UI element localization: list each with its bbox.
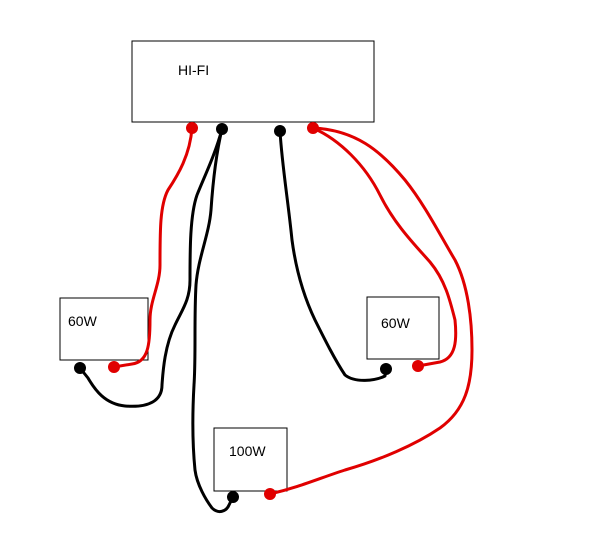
speaker-bottom-negative-terminal	[227, 491, 239, 503]
hifi-amplifier-box	[131, 40, 375, 123]
speaker-right-positive-terminal	[412, 360, 424, 372]
speaker-left-positive-terminal	[108, 361, 120, 373]
wire-negative-bottom-speaker	[191, 127, 235, 514]
wire-positive-bottom-speaker	[268, 126, 474, 496]
speaker-bottom-positive-terminal	[264, 488, 276, 500]
hifi-positive-terminal-1	[186, 122, 198, 134]
hifi-positive-terminal-2	[307, 122, 319, 134]
speaker-bottom-label: 100W	[229, 443, 266, 459]
hifi-negative-terminal-2	[274, 125, 286, 137]
speaker-right-label: 60W	[381, 315, 411, 331]
wire-negative-left-speaker	[78, 127, 224, 408]
speaker-right-negative-terminal	[380, 363, 392, 375]
wire-positive-right-speaker	[311, 126, 458, 368]
wire-positive-left-speaker	[112, 126, 194, 369]
speaker-left-negative-terminal	[74, 362, 86, 374]
hifi-label: HI-FI	[178, 62, 209, 78]
speaker-left-box	[59, 297, 149, 361]
hifi-negative-terminal-1	[216, 123, 228, 135]
speaker-right-box	[366, 296, 440, 360]
speaker-bottom-box	[213, 427, 288, 492]
speaker-left-label: 60W	[68, 313, 98, 329]
wire-negative-right-speaker	[278, 129, 388, 382]
